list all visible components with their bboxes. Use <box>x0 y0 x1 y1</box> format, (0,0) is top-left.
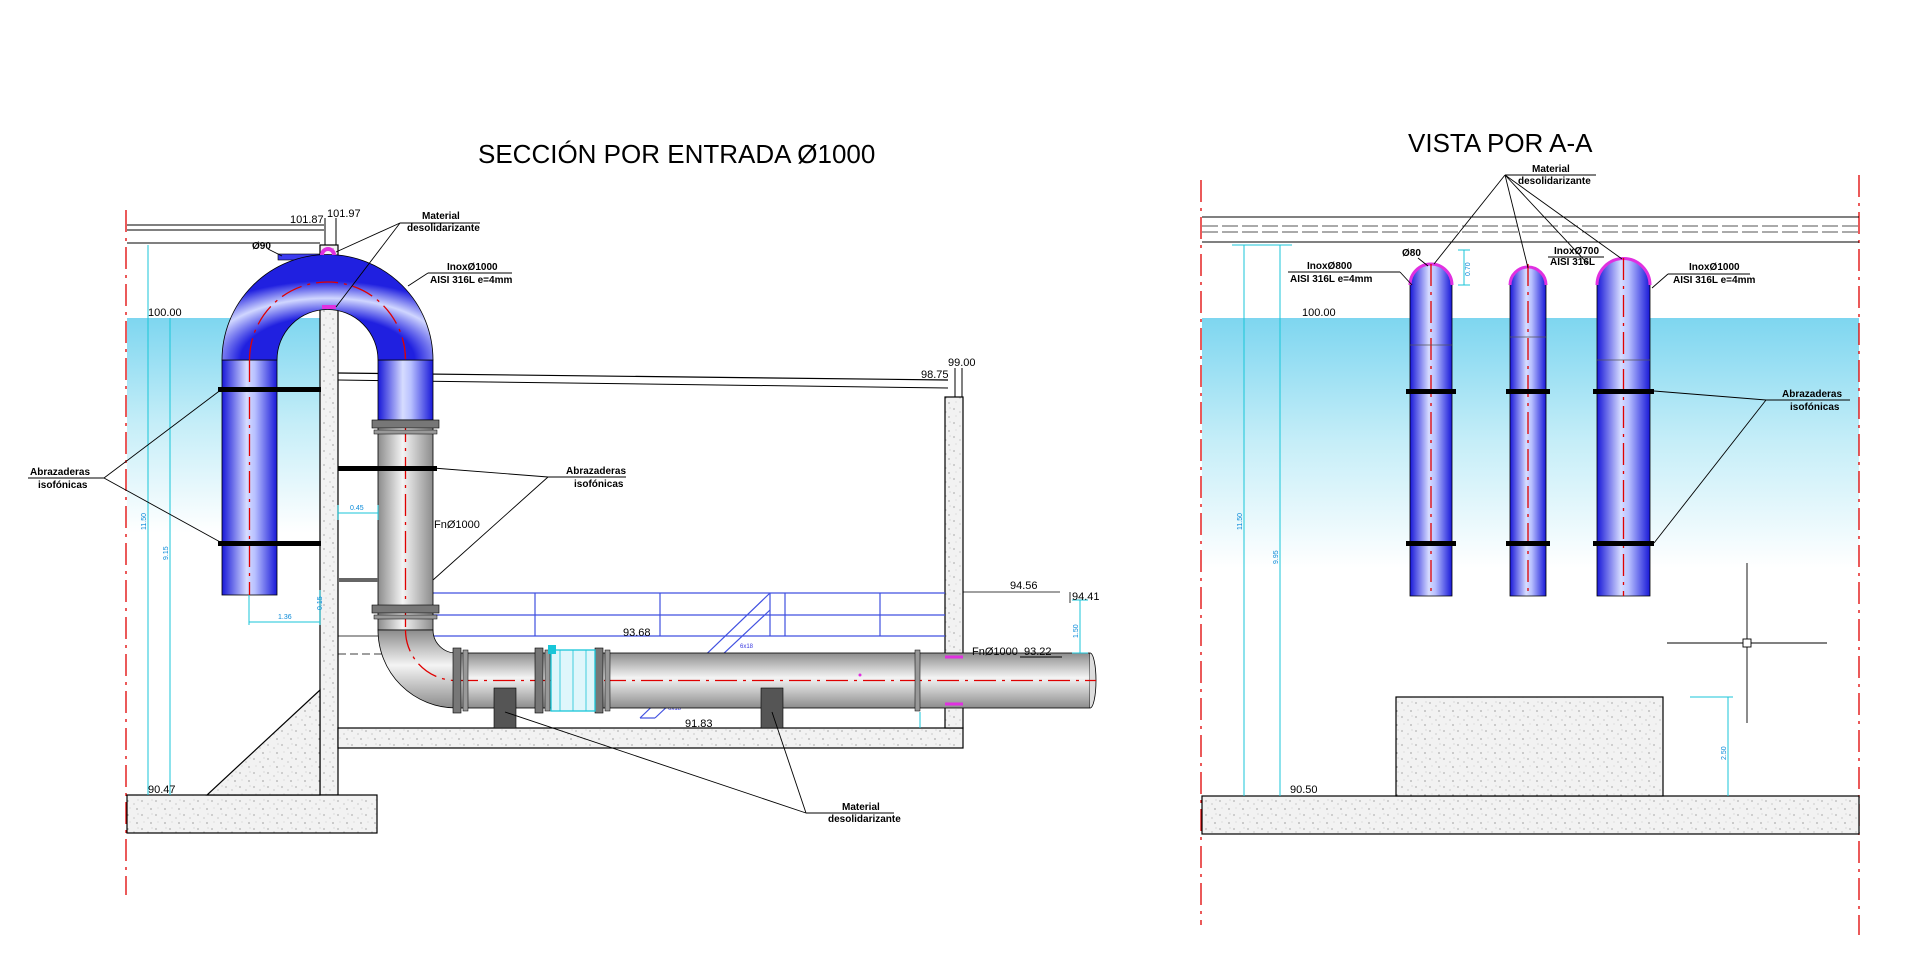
view-label-inox800-1: InoxØ800 <box>1307 261 1352 272</box>
view-label-d80: Ø80 <box>1402 248 1421 259</box>
view-label-material-2: desolidarizante <box>1518 176 1591 187</box>
dimensions-view: 11.50 9.95 0.70 2.50 <box>1232 244 1733 796</box>
fn-pipe-vertical <box>371 419 457 709</box>
dim-d-d: 1.50 <box>1073 624 1080 638</box>
label-inox-1000-1: InoxØ1000 <box>447 262 498 273</box>
level-101-97: 101.97 <box>327 208 361 220</box>
pipe-support-1 <box>493 687 517 729</box>
level-91-83: 91.83 <box>685 718 713 730</box>
annotations-view: Material desolidarizante Ø80 InoxØ800 AI… <box>1288 164 1850 544</box>
chamber-right-wall <box>944 396 964 729</box>
label-d90: Ø90 <box>252 241 271 252</box>
level-94-56: 94.56 <box>1010 580 1038 592</box>
level-93-68: 93.68 <box>623 627 651 639</box>
dim-h-pipe: 9.15 <box>163 546 170 560</box>
pipe-support-2 <box>760 687 784 729</box>
inox-pipe-u-bend <box>221 247 434 596</box>
view-label-material-1: Material <box>1532 164 1570 175</box>
label-fn-horizontal: FnØ1000 <box>972 646 1018 658</box>
dim-h-total: 11.50 <box>141 513 148 530</box>
level-93-22: 93.22 <box>1024 646 1052 658</box>
label-material-top-2: desolidarizante <box>407 223 480 234</box>
inox-pipe-d1000 <box>1595 257 1652 597</box>
view-aa: VISTA POR A-A <box>1200 128 1860 935</box>
view-level-100-00: 100.00 <box>1302 307 1336 319</box>
section-view: SECCIÓN POR ENTRADA Ø1000 Ø90 <box>28 139 1100 895</box>
view-base-slab <box>1201 795 1860 835</box>
annotations-section: Material desolidarizante InoxØ1000 AISI … <box>28 211 1062 825</box>
label-abraz-mid-2: isofónicas <box>574 479 624 490</box>
view-level-90-50: 90.50 <box>1290 784 1318 796</box>
central-wall <box>319 244 339 796</box>
view-label-abraz-2: isofónicas <box>1790 402 1840 413</box>
svg-text:6x18: 6x18 <box>668 706 682 712</box>
label-material-bottom-2: desolidarizante <box>828 814 901 825</box>
view-dim-d-top: 0.70 <box>1465 262 1472 276</box>
level-100-00: 100.00 <box>148 307 182 319</box>
view-label-inox800-2: AISI 316L e=4mm <box>1290 274 1372 285</box>
walkway <box>337 372 949 381</box>
label-abraz-mid-1: Abrazaderas <box>566 466 626 477</box>
view-label-inox1000-2: AISI 316L e=4mm <box>1673 275 1755 286</box>
label-material-bottom-1: Material <box>842 802 880 813</box>
label-abraz-left-1: Abrazaderas <box>30 467 90 478</box>
level-98-75: 98.75 <box>921 369 949 381</box>
section-title: SECCIÓN POR ENTRADA Ø1000 <box>478 139 875 169</box>
cad-crosshair <box>1667 563 1827 723</box>
level-101-87: 101.87 <box>290 214 324 226</box>
view-title: VISTA POR A-A <box>1408 128 1593 158</box>
view-dim-d-box: 2.50 <box>1721 746 1728 760</box>
label-material-top-1: Material <box>422 211 460 222</box>
left-footing <box>126 794 378 834</box>
level-90-47: 90.47 <box>148 784 176 796</box>
view-label-inox1000-1: InoxØ1000 <box>1689 262 1740 273</box>
dim-d-c: 0.15 <box>317 596 324 610</box>
levels-section: 101.87 101.97 100.00 99.00 98.75 94.56 9… <box>148 208 1100 796</box>
inox-pipe-d700 <box>1508 264 1548 597</box>
svg-text:6x18: 6x18 <box>740 644 754 650</box>
left-haunch <box>205 688 321 796</box>
label-fn-vertical: FnØ1000 <box>434 519 480 531</box>
view-dim-h-pipe: 9.95 <box>1273 550 1280 564</box>
dim-d-a: 0.45 <box>350 505 364 512</box>
clamps-section <box>218 387 437 582</box>
dimensions-section: 11.50 9.15 0.45 1.36 0.15 1.50 <box>141 245 1088 795</box>
fn-pipe-horizontal <box>452 645 1097 714</box>
label-abraz-left-2: isofónicas <box>38 480 88 491</box>
view-label-abraz-1: Abrazaderas <box>1782 389 1842 400</box>
view-dim-h-total: 11.50 <box>1237 513 1244 530</box>
view-block <box>1395 696 1664 797</box>
clamps-view <box>1406 389 1654 546</box>
label-inox-1000-2: AISI 316L e=4mm <box>430 275 512 286</box>
level-94-41: 94.41 <box>1072 591 1100 603</box>
view-label-inox700-2: AISI 316L <box>1550 257 1595 268</box>
inox-pipe-d800 <box>1408 262 1454 597</box>
view-label-inox700-1: InoxØ700 <box>1554 246 1599 257</box>
chamber-floor <box>337 727 964 749</box>
level-99-00: 99.00 <box>948 357 976 369</box>
dim-d-b: 1.36 <box>278 614 292 621</box>
